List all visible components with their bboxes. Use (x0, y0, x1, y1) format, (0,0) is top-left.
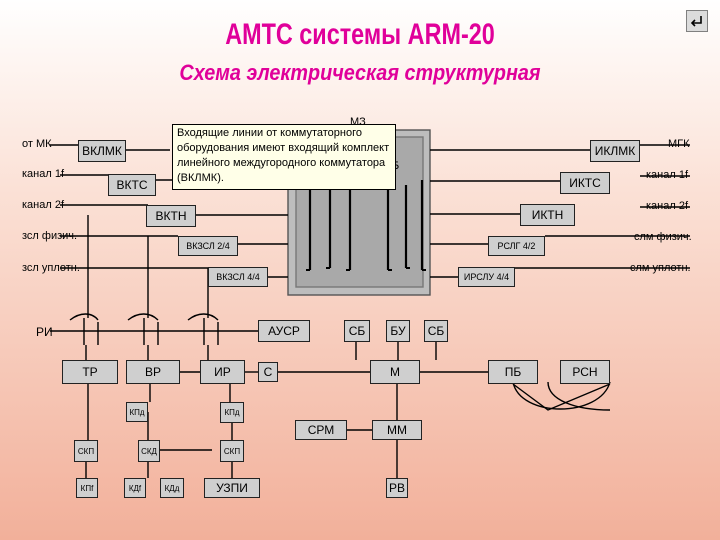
block-rsn[interactable]: РСН (560, 360, 610, 384)
block-kdf[interactable]: КДf (124, 478, 146, 498)
block-kdd[interactable]: КДд (160, 478, 184, 498)
block-rslg-42[interactable]: РСЛГ 4/2 (488, 236, 545, 256)
block-vktn[interactable]: ВКТН (146, 205, 196, 227)
block-sb-1[interactable]: СБ (344, 320, 370, 342)
label-mgk: МГК (668, 138, 690, 150)
block-kpd-1[interactable]: КПд (126, 402, 148, 422)
block-vkzsl-44[interactable]: ВКЗСЛ 4/4 (208, 267, 268, 287)
block-iktn[interactable]: ИКТН (520, 204, 575, 226)
label-zsl-compressed: зсл уплотн. (22, 262, 80, 274)
label-from-mk: от МК (22, 138, 52, 150)
block-bu[interactable]: БУ (386, 320, 410, 342)
block-mm[interactable]: ММ (372, 420, 422, 440)
block-skp-2[interactable]: СКП (220, 440, 244, 462)
block-vklmk[interactable]: ВКЛМК (78, 140, 126, 162)
return-button[interactable] (686, 10, 708, 32)
block-irslu-44[interactable]: ИРСЛУ 4/4 (458, 267, 515, 287)
block-vkzsl-24[interactable]: ВКЗСЛ 2/4 (178, 236, 238, 256)
label-ri: РИ (36, 325, 53, 339)
block-srm[interactable]: СРМ (295, 420, 347, 440)
block-ir[interactable]: ИР (200, 360, 245, 384)
tooltip-popup: Входящие линии от коммутаторного оборудо… (172, 124, 396, 190)
block-kpf[interactable]: КПf (76, 478, 98, 498)
block-rv[interactable]: РВ (386, 478, 408, 498)
label-slm-compressed: слм уплотн. (630, 262, 691, 274)
block-skd[interactable]: СКД (138, 440, 160, 462)
label-slm-physical: слм физич. (634, 231, 692, 243)
page-title: АМТС системы ARM-20 (225, 18, 495, 51)
label-channel-1f-left: канал 1f (22, 168, 65, 180)
block-tr[interactable]: ТР (62, 360, 118, 384)
label-channel-2f-right: канал 2f (646, 200, 689, 212)
block-iklmk[interactable]: ИКЛМК (590, 140, 640, 162)
block-ikts[interactable]: ИКТС (560, 172, 610, 194)
page-subtitle: Схема электрическая структурная (179, 60, 541, 85)
block-uzpi[interactable]: УЗПИ (204, 478, 260, 498)
label-zsl-physical: зсл физич. (22, 230, 78, 242)
label-channel-2f-left: канал 2f (22, 199, 65, 211)
block-pb[interactable]: ПБ (488, 360, 538, 384)
block-s[interactable]: С (258, 362, 278, 382)
block-vkts[interactable]: ВКТС (108, 174, 156, 196)
return-arrow-icon (690, 16, 702, 27)
block-skp-1[interactable]: СКП (74, 440, 98, 462)
label-channel-1f-right: канал 1f (646, 169, 689, 181)
block-vr[interactable]: ВР (126, 360, 180, 384)
block-sb-2[interactable]: СБ (424, 320, 448, 342)
block-kpd-2[interactable]: КПд (220, 402, 244, 423)
block-m[interactable]: М (370, 360, 420, 384)
block-ausr[interactable]: АУСР (258, 320, 310, 342)
